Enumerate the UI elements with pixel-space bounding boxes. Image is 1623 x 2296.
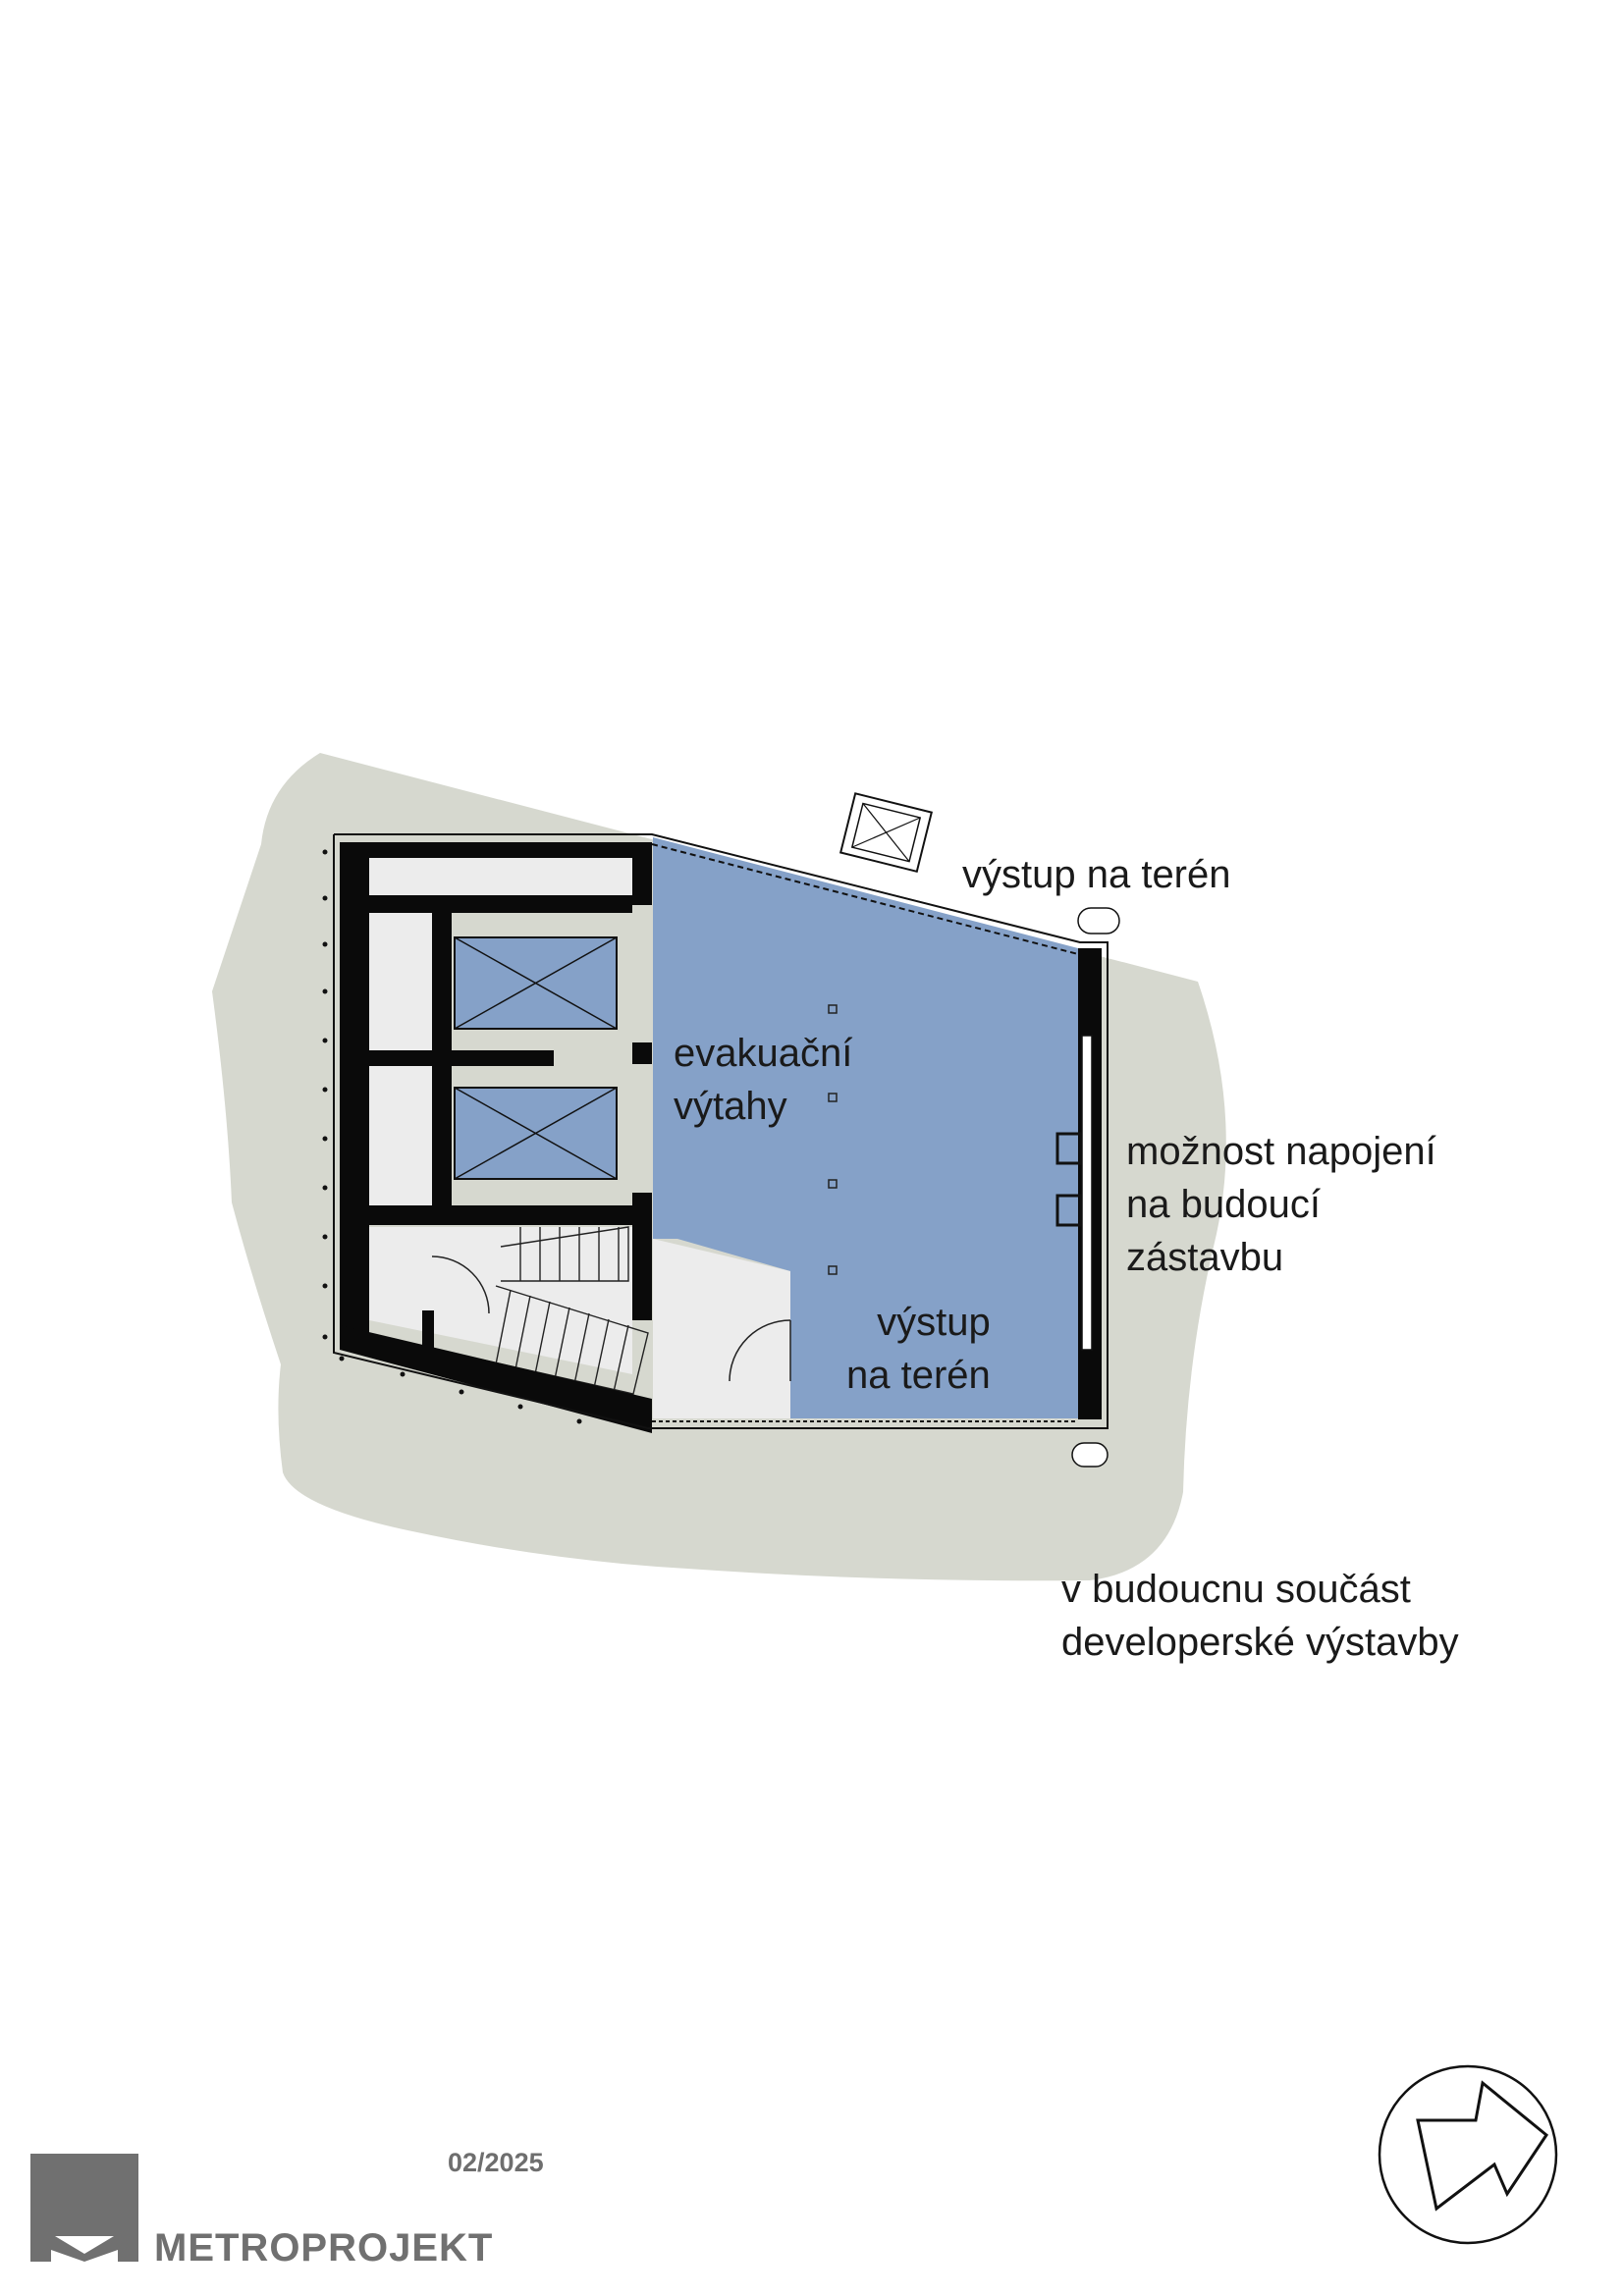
facade-dots [322, 849, 582, 1424]
room-stair [369, 1227, 632, 1374]
label-bottom-exit: výstup na terén [846, 1301, 991, 1397]
staircase [480, 1226, 649, 1395]
room-left-1 [369, 913, 432, 1050]
north-arrow-icon [1378, 2064, 1558, 2245]
vent-oval-top [1077, 907, 1120, 934]
connection-markers [1055, 1132, 1083, 1227]
metroprojekt-logo [30, 2154, 138, 2262]
east-window [1081, 1035, 1093, 1351]
door-swing-2 [431, 1255, 490, 1314]
date-label: 02/2025 [448, 2148, 544, 2177]
company-name: METROPROJEKT [154, 2226, 494, 2269]
vestibule-area [653, 1239, 790, 1418]
label-connection: možnost napojení na budoucí zástavbu [1126, 1130, 1436, 1279]
hall-columns [828, 1004, 838, 1275]
hall-area [653, 837, 1078, 1418]
vent-oval-bottom [1071, 1442, 1109, 1468]
roof-hatch [839, 792, 934, 874]
elevator-shaft-2 [454, 1087, 618, 1180]
room-top [369, 854, 632, 895]
label-future: v budoucnu součást developerské výstavby [1061, 1568, 1459, 1664]
label-elevators: evakuační výtahy [674, 1032, 853, 1128]
outline [333, 833, 1109, 1429]
label-top-exit: výstup na terén [962, 853, 1231, 896]
elevator-shaft-1 [454, 936, 618, 1030]
door-swing-1 [729, 1319, 791, 1382]
room-left-2 [369, 1065, 432, 1212]
